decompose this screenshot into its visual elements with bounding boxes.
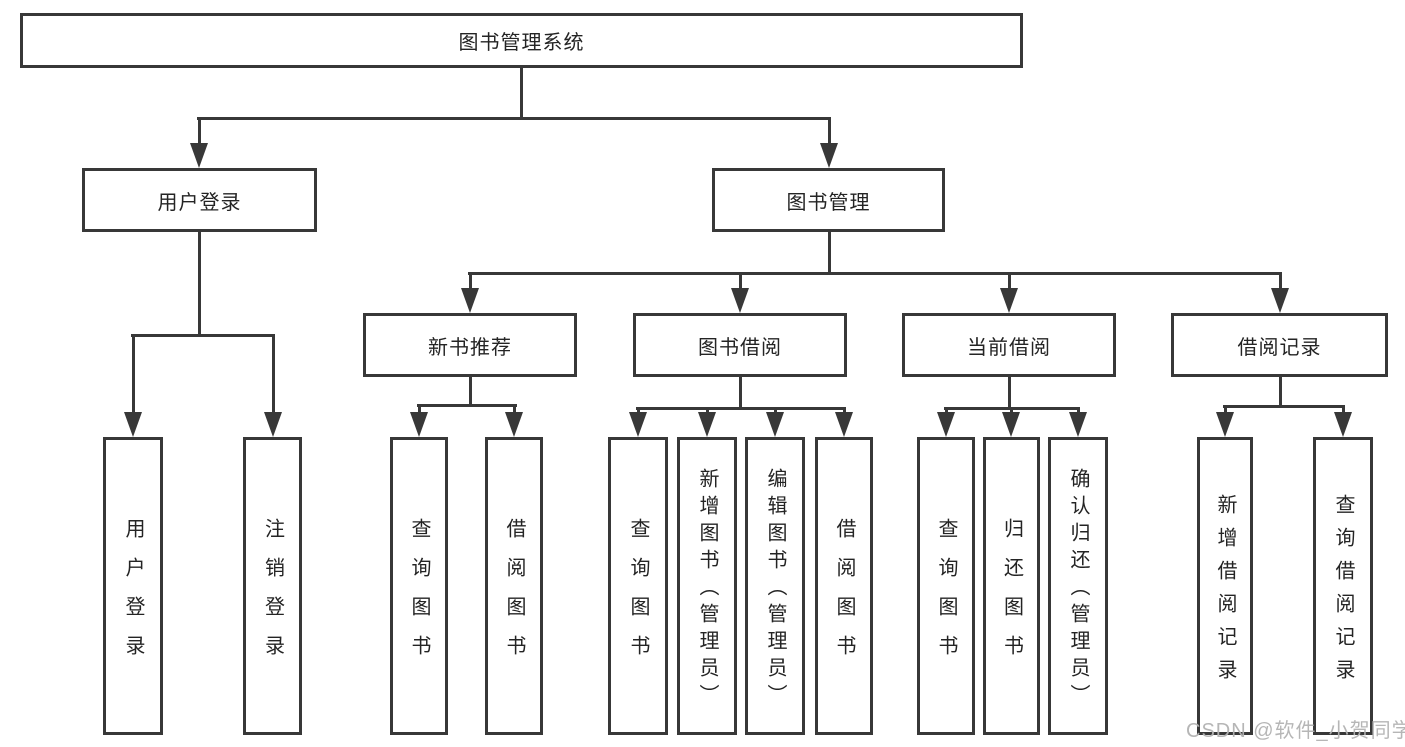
arrow-down-icon [1002,412,1020,437]
connector-line [1077,408,1080,414]
leaf-query-books-1: 查询图书 [390,437,448,735]
connector-line [843,408,846,414]
connector-line [520,68,523,118]
node-book-borrowing: 图书借阅 [633,313,847,377]
connector-line [637,408,640,414]
connector-line [418,405,421,414]
connector-line [272,336,275,413]
connector-line [636,407,846,410]
node-new-book-recommend: 新书推荐 [363,313,577,377]
leaf-logout-login: 注销登录 [243,437,302,735]
connector-line [1279,275,1282,290]
connector-line [828,232,831,274]
node-library-system-label: 图书管理系统 [458,32,585,54]
arrow-down-icon [1216,412,1234,437]
connector-line [469,275,472,290]
connector-line [1224,406,1227,414]
arrow-down-icon [731,288,749,313]
leaf-add-borrow-record-label: 新增借阅记录 [1214,493,1236,692]
arrow-down-icon [698,412,716,437]
leaf-add-borrow-record: 新增借阅记录 [1197,437,1253,735]
node-book-management: 图书管理 [712,168,945,232]
leaf-confirm-return-admin: 确认归还（管理员） [1048,437,1108,735]
node-library-system: 图书管理系统 [20,13,1023,68]
leaf-query-books-2-label: 查询图书 [627,517,649,674]
leaf-edit-books-admin: 编辑图书（管理员） [745,437,805,735]
leaf-query-borrow-record-label: 查询借阅记录 [1332,493,1354,692]
arrow-down-icon [766,412,784,437]
arrow-down-icon [505,412,523,437]
leaf-edit-books-admin-label: 编辑图书（管理员） [764,468,786,711]
leaf-borrow-books-1: 借阅图书 [485,437,543,735]
leaf-borrow-books-2-label: 借阅图书 [833,517,855,674]
leaf-query-books-3-label: 查询图书 [935,517,957,674]
leaf-return-books: 归还图书 [983,437,1040,735]
connector-line [417,404,517,407]
connector-line [131,334,275,337]
leaf-logout-login-label: 注销登录 [261,517,284,674]
node-current-borrowing-label: 当前借阅 [967,336,1051,359]
connector-line [198,119,201,145]
node-user-login-label: 用户登录 [157,191,242,214]
connector-line [1008,275,1011,290]
node-borrowing-records-label: 借阅记录 [1237,336,1322,359]
connector-line [1008,377,1011,409]
connector-line [739,377,742,409]
connector-line [198,232,201,336]
leaf-user-login-label: 用户登录 [122,517,144,674]
node-borrowing-records: 借阅记录 [1171,313,1388,377]
arrow-down-icon [461,288,479,313]
node-current-borrowing: 当前借阅 [902,313,1116,377]
node-new-book-recommend-label: 新书推荐 [428,336,512,359]
leaf-user-login: 用户登录 [103,437,163,735]
connector-line [1342,406,1345,414]
connector-line [828,119,831,145]
node-book-borrowing-label: 图书借阅 [698,336,782,359]
arrow-down-icon [410,412,428,437]
arrow-down-icon [1000,288,1018,313]
connector-line [1279,377,1282,407]
connector-line [1223,405,1345,408]
arrow-down-icon [937,412,955,437]
leaf-borrow-books-1-label: 借阅图书 [503,517,525,674]
connector-line [1010,408,1013,414]
leaf-query-books-2: 查询图书 [608,437,668,735]
leaf-add-books-admin: 新增图书（管理员） [677,437,737,735]
connector-line [197,117,831,120]
leaf-add-books-admin-label: 新增图书（管理员） [696,468,718,711]
connector-line [706,408,709,414]
arrow-down-icon [835,412,853,437]
arrow-down-icon [629,412,647,437]
leaf-borrow-books-2: 借阅图书 [815,437,873,735]
leaf-return-books-label: 归还图书 [1000,517,1023,674]
connector-line [945,408,948,414]
connector-line [513,405,516,414]
connector-line [739,275,742,290]
connector-line [132,336,135,413]
connector-line [944,407,1080,410]
node-book-management-label: 图书管理 [786,191,871,214]
arrow-down-icon [1271,288,1289,313]
node-user-login: 用户登录 [82,168,317,232]
leaf-query-borrow-record: 查询借阅记录 [1313,437,1373,735]
leaf-query-books-1-label: 查询图书 [408,517,430,674]
connector-line [469,377,472,406]
connector-line [774,408,777,414]
csdn-watermark: CSDN @软件_小贺同学 [1186,720,1405,742]
leaf-confirm-return-admin-label: 确认归还（管理员） [1067,468,1089,711]
arrow-down-icon [1069,412,1087,437]
arrow-down-icon [124,412,142,437]
leaf-query-books-3: 查询图书 [917,437,975,735]
arrow-down-icon [820,143,838,168]
arrow-down-icon [264,412,282,437]
arrow-down-icon [190,143,208,168]
arrow-down-icon [1334,412,1352,437]
connector-line [468,272,1282,275]
